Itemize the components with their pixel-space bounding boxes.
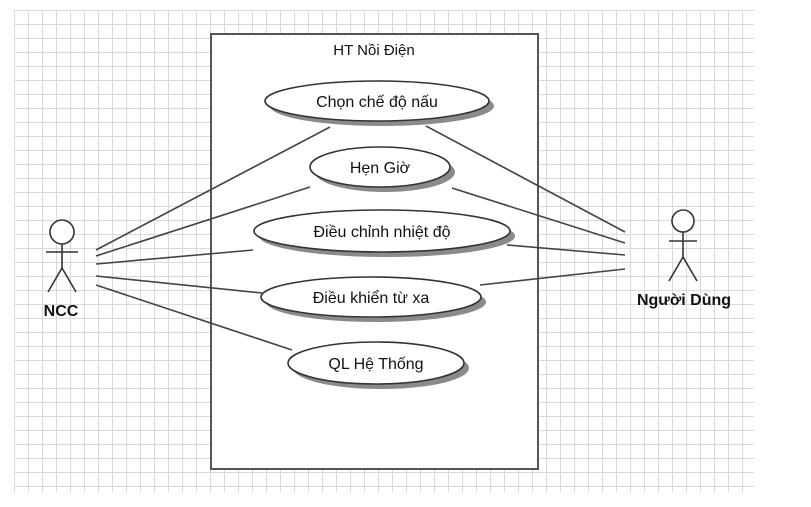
association-ncc-hen-gio[interactable]: [95, 186, 311, 257]
actor-head-icon: [671, 209, 695, 233]
use-case-label: Điều chỉnh nhiệt độ: [314, 224, 451, 241]
use-case-chon-che-do-nau[interactable]: Chọn chế độ nấu: [264, 80, 494, 126]
actor-ncc[interactable]: [46, 219, 78, 293]
association-user-hen-gio[interactable]: [451, 187, 626, 244]
actor-nguoi-dung-label: Người Dùng: [637, 292, 731, 309]
association-ncc-chon-che-do-nau[interactable]: [95, 126, 331, 251]
association-ncc-dieu-chinh-nhiet-do[interactable]: [95, 249, 254, 265]
use-case-dieu-chinh-nhiet-do[interactable]: Điều chỉnh nhiệt độ: [253, 209, 515, 257]
use-case-hen-gio[interactable]: Hẹn Giờ: [309, 146, 455, 192]
association-ncc-dieu-khien-tu-xa[interactable]: [95, 275, 263, 294]
use-case-label: Điều khiển từ xa: [313, 289, 430, 307]
actor-nguoi-dung[interactable]: [668, 209, 698, 282]
association-user-dieu-chinh-nhiet-do[interactable]: [506, 244, 626, 256]
use-case-label: QL Hệ Thống: [328, 356, 423, 373]
use-case-ql-he-thong[interactable]: QL Hệ Thống: [287, 341, 469, 389]
ncc-associations: [95, 126, 331, 351]
use-case-label: Hẹn Giờ: [350, 160, 411, 177]
association-user-chon-che-do-nau[interactable]: [425, 125, 626, 233]
user-associations: [425, 125, 626, 286]
use-case-dieu-khien-tu-xa[interactable]: Điều khiển từ xa: [260, 276, 486, 322]
association-ncc-ql-he-thong[interactable]: [95, 284, 293, 351]
association-user-dieu-khien-tu-xa[interactable]: [479, 268, 626, 286]
system-title: HT Nồi Điện: [333, 42, 414, 59]
use-case-label: Chọn chế độ nấu: [316, 94, 438, 111]
actor-ncc-label: NCC: [44, 303, 79, 320]
actor-head-icon: [49, 219, 75, 245]
